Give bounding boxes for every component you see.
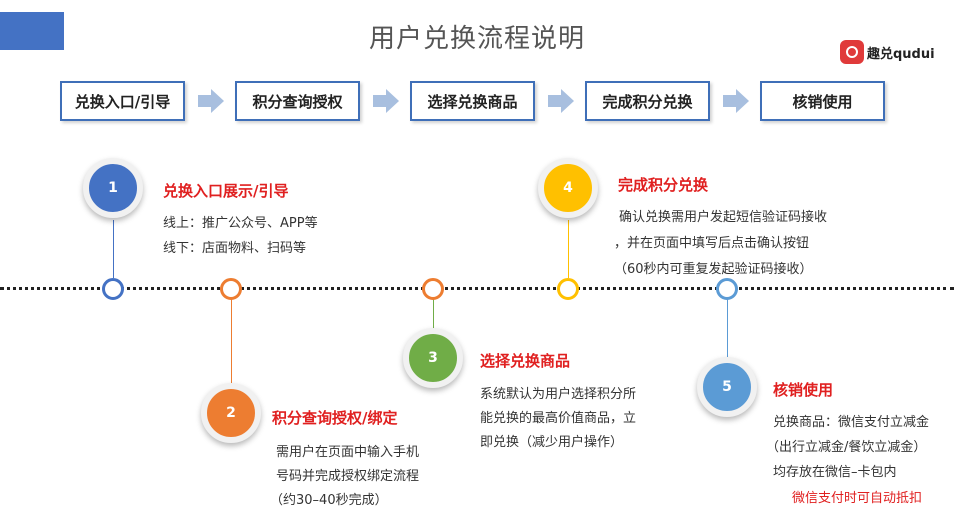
step-4-line-1: 确认兑换需用户发起短信验证码接收 (619, 210, 828, 225)
timeline-node-5 (716, 278, 738, 300)
connector-line-5 (727, 299, 728, 357)
timeline-node-4 (557, 278, 579, 300)
timeline-node-1 (102, 278, 124, 300)
step-3-title: 选择兑换商品 (480, 352, 571, 370)
corner-accent-block (0, 12, 64, 50)
step-5-note: 微信支付时可自动抵扣 (792, 491, 923, 506)
brand-logo: 趣兑qudui (840, 40, 935, 64)
step-2-line-2: 号码并完成授权绑定流程 (276, 469, 420, 484)
step-5-line-3: 均存放在微信–卡包内 (773, 465, 897, 480)
step-4-line-3: （60秒内可重复发起验证码接收） (614, 262, 813, 277)
flow-step-entry: 兑换入口/引导 (60, 81, 185, 121)
step-2-line-3: （约30–40秒完成） (270, 493, 388, 508)
step-4-title: 完成积分兑换 (618, 176, 709, 194)
step-3-line-3: 即兑换（减少用户操作） (480, 435, 624, 450)
step-1-line-1: 线上：推广公众号、APP等 (163, 216, 318, 231)
step-3-line-2: 能兑换的最高价值商品，立 (480, 411, 637, 426)
step-5-line-2: （出行立减金/餐饮立减金） (766, 440, 927, 455)
flow-step-query: 积分查询授权 (235, 81, 360, 121)
flow-arrow-icon (373, 89, 399, 113)
flow-arrow-icon (548, 89, 574, 113)
logo-icon (840, 40, 864, 64)
step-5-circle: 5 (697, 357, 757, 417)
connector-line-2 (231, 299, 232, 383)
flow-step-select: 选择兑换商品 (410, 81, 535, 121)
timeline-dotted-line (0, 287, 954, 290)
connector-line-4 (568, 220, 569, 278)
connector-line-3 (433, 299, 434, 329)
flow-step-use: 核销使用 (760, 81, 885, 121)
flow-arrow-icon (723, 89, 749, 113)
timeline-node-2 (220, 278, 242, 300)
flow-step-redeem: 完成积分兑换 (585, 81, 710, 121)
connector-line-1 (113, 220, 114, 278)
step-1-circle: 1 (83, 158, 143, 218)
flow-arrow-icon (198, 89, 224, 113)
step-5-title: 核销使用 (773, 381, 834, 399)
page-title: 用户兑换流程说明 (368, 24, 585, 54)
step-4-line-2: ，并在页面中填写后点击确认按钮 (614, 236, 810, 251)
step-2-circle: 2 (201, 383, 261, 443)
step-5-line-1: 兑换商品：微信支付立减金 (773, 415, 930, 430)
step-4-circle: 4 (538, 158, 598, 218)
step-3-line-1: 系统默认为用户选择积分所 (480, 387, 637, 402)
step-3-circle: 3 (403, 328, 463, 388)
step-2-line-1: 需用户在页面中输入手机 (276, 445, 420, 460)
step-2-title: 积分查询授权/绑定 (272, 409, 398, 427)
logo-text: 趣兑qudui (867, 46, 935, 62)
step-1-line-2: 线下：店面物料、扫码等 (163, 241, 307, 256)
timeline-node-3 (422, 278, 444, 300)
step-1-title: 兑换入口展示/引导 (163, 182, 289, 200)
